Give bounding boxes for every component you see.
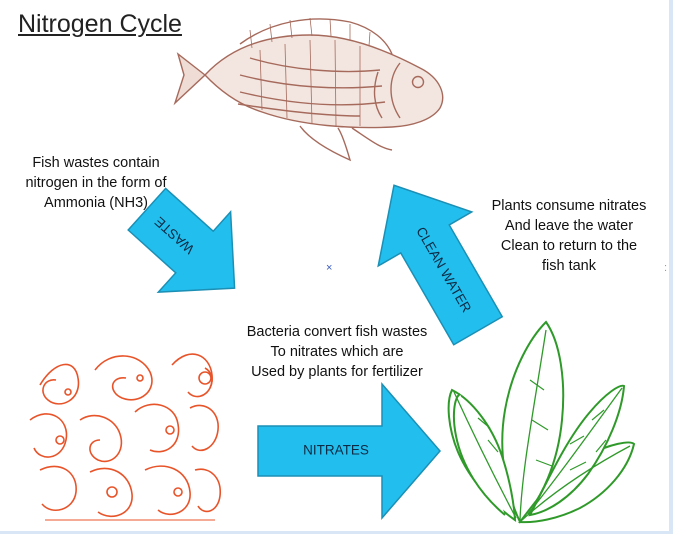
note-line: And leave the water bbox=[474, 216, 664, 236]
note-line: To nitrates which are bbox=[222, 342, 452, 362]
plants-note: Plants consume nitrates And leave the wa… bbox=[474, 196, 664, 276]
edge-marker: : bbox=[664, 262, 667, 274]
bacteria-illustration bbox=[30, 354, 220, 520]
note-line: Plants consume nitrates bbox=[474, 196, 664, 216]
note-line: Bacteria convert fish wastes bbox=[222, 322, 452, 342]
note-line: Clean to return to the bbox=[474, 236, 664, 256]
note-line: Fish wastes contain bbox=[14, 153, 178, 173]
nitrates-arrow: NITRATES bbox=[258, 384, 440, 518]
bacteria-note: Bacteria convert fish wastes To nitrates… bbox=[222, 322, 452, 382]
note-line: fish tank bbox=[474, 256, 664, 276]
lettuce-illustration bbox=[449, 322, 634, 522]
fish-wastes-note: Fish wastes contain nitrogen in the form… bbox=[14, 153, 178, 213]
fish-illustration bbox=[175, 18, 443, 160]
nitrates-arrow-label: NITRATES bbox=[303, 443, 369, 458]
note-line: Used by plants for fertilizer bbox=[222, 362, 452, 382]
note-line: Ammonia (NH3) bbox=[14, 193, 178, 213]
center-marker: × bbox=[326, 262, 332, 274]
note-line: nitrogen in the form of bbox=[14, 173, 178, 193]
